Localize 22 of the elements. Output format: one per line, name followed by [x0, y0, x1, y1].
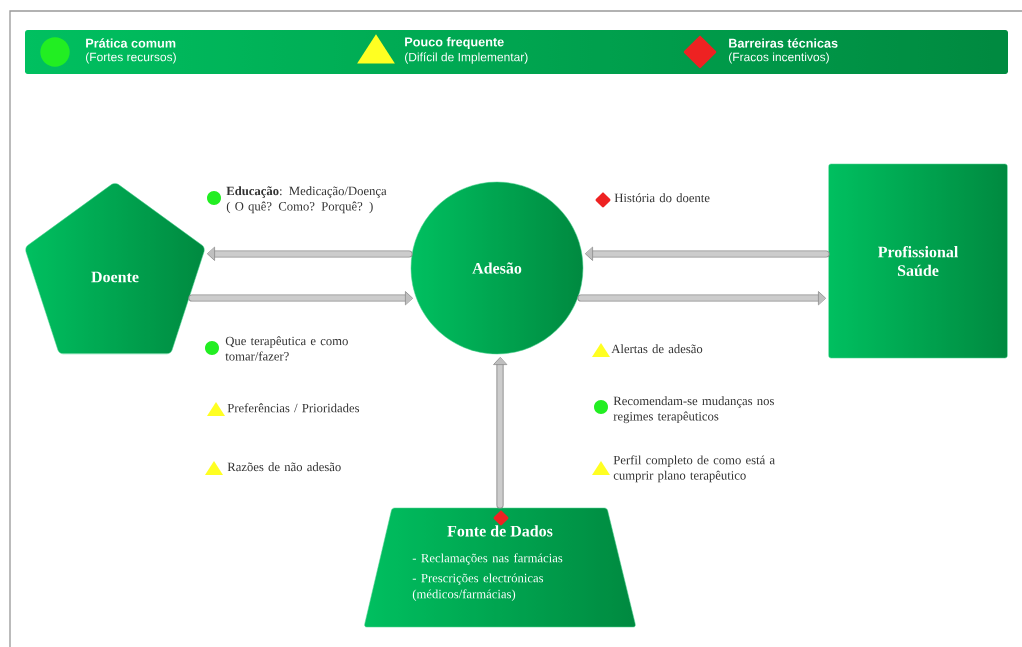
legend-subtitle: (Difícil de Implementar) [405, 52, 528, 64]
item-text: Recomendam-se mudanças nos regimes terapêuticos [613, 396, 774, 424]
legend-text: Barreiras técnicas [729, 38, 838, 48]
legend-text: Prática comum [86, 38, 176, 48]
professional-box: Profissional Saúde [828, 163, 1008, 359]
block-arrow [188, 291, 413, 305]
item-text: Preferências / Prioridades [227, 403, 360, 413]
block-arrow [493, 357, 507, 509]
block-arrow [577, 291, 826, 305]
item-text: Alertas de adesão [611, 344, 703, 354]
item-text: Que terapêutica e como tomar/fazer? [225, 336, 348, 361]
item-text: Razões de não adesão [227, 462, 341, 472]
legend-text: Pouco frequente [405, 37, 504, 49]
data-source-trapezoid: Fonte de Dados - Reclamações nas farmácias - Prescrições electrónicas (médicos/farmácias) [364, 507, 636, 628]
block-arrow [585, 247, 830, 261]
legend-subtitle: (Fortes recursos) [86, 52, 176, 64]
block-arrow [207, 247, 413, 261]
item-text: Perfil completo de como está a cumprir plano terapêutico [613, 455, 775, 483]
item-text: História do doente [614, 193, 710, 203]
legend-subtitle: (Fracos incentivos) [729, 52, 829, 64]
patient-pentagon: Doente [25, 183, 205, 355]
item-text: Educação: Medicação/Doença ( O quê? Como? Porquê? ) [226, 186, 387, 214]
